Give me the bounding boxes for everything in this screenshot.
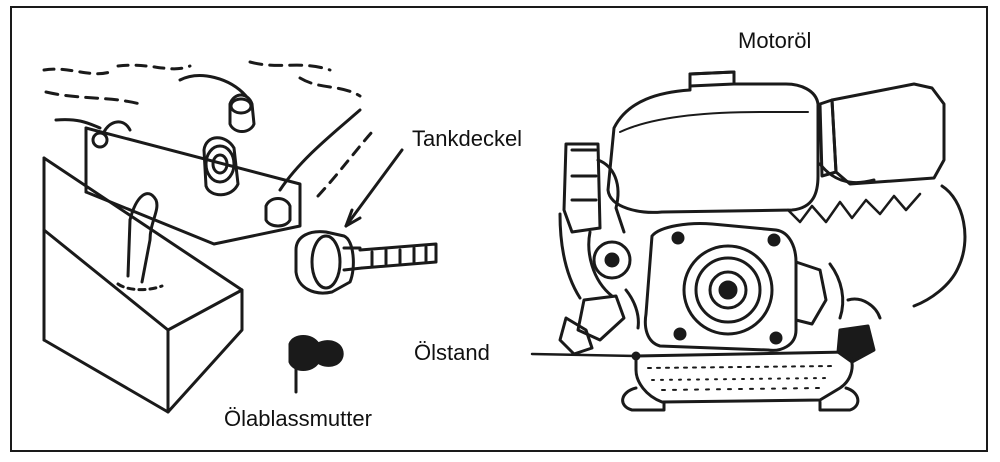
drain-nut-label: Ölablassmutter — [224, 406, 372, 431]
tank-cap-part — [294, 148, 438, 295]
oil-level-label: Ölstand — [414, 340, 490, 365]
tank-cap-label: Tankdeckel — [412, 126, 523, 151]
engine-oil-title: Motoröl — [738, 28, 812, 53]
sump-closeup — [42, 60, 374, 414]
drain-nut-part — [288, 335, 344, 394]
engine-side-view — [530, 70, 967, 412]
